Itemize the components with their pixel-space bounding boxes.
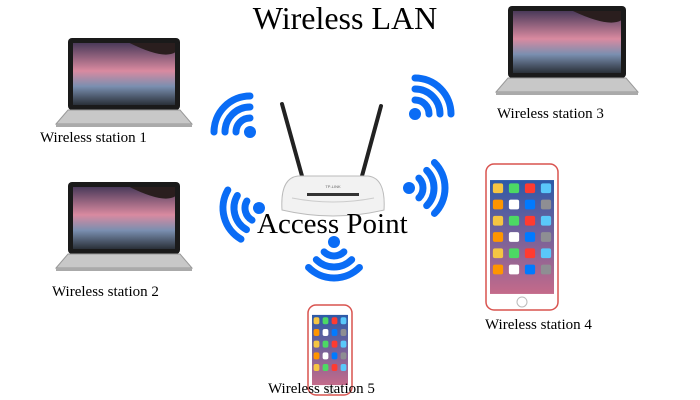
access-point-router-icon: TP-LINK	[280, 102, 385, 217]
station-3-laptop-icon	[494, 6, 640, 95]
signal-to-station-1-icon	[210, 92, 256, 138]
diagram-title: Wireless LAN	[252, 0, 438, 36]
signal-to-station-4-icon	[403, 159, 449, 217]
station-2-label: Wireless station 2	[52, 284, 159, 300]
station-5-label: Wireless station 5	[268, 381, 375, 397]
station-4-smartphone-icon	[485, 163, 559, 311]
station-5-smartphone-icon	[307, 304, 353, 396]
station-3-label: Wireless station 3	[497, 106, 604, 122]
station-1-laptop-icon	[54, 38, 194, 127]
svg-text:TP-LINK: TP-LINK	[325, 184, 341, 189]
signal-to-station-2-icon	[219, 186, 265, 243]
signal-to-station-5-icon	[305, 236, 363, 282]
station-1-label: Wireless station 1	[40, 130, 147, 146]
access-point-label: Access Point	[257, 208, 408, 240]
station-4-label: Wireless station 4	[485, 317, 592, 333]
station-2-laptop-icon	[54, 182, 194, 271]
signal-to-station-3-icon	[409, 74, 455, 120]
